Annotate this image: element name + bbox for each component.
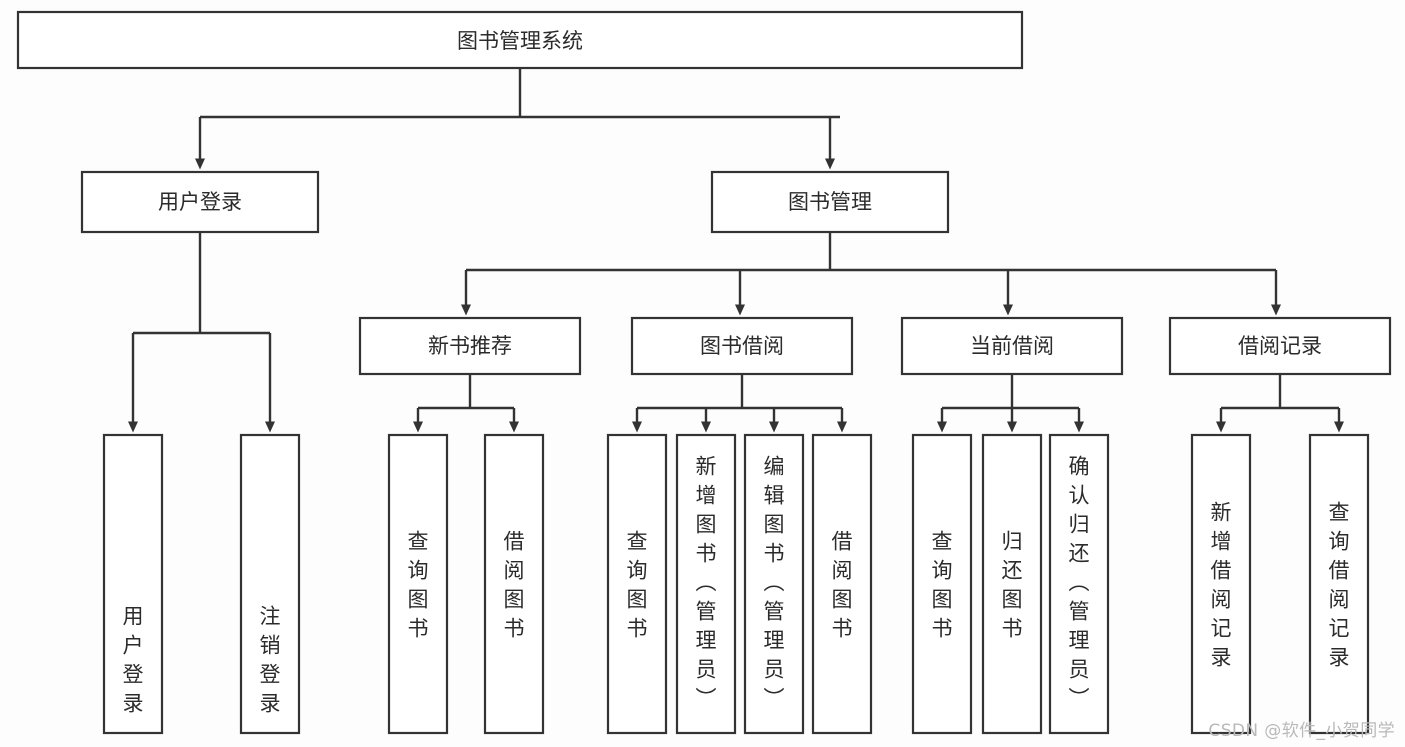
- node-borrow-record[interactable]: 借阅记录: [1168, 316, 1392, 376]
- node-user-login[interactable]: 用户登录: [80, 170, 320, 234]
- leaf-node-label: 新增借阅记录: [1211, 501, 1232, 670]
- node-book-borrow-box[interactable]: [630, 316, 854, 376]
- leaf-node-box[interactable]: [911, 433, 973, 735]
- leaf-node[interactable]: 借阅图书: [811, 433, 873, 735]
- leaf-node-box[interactable]: [743, 433, 805, 735]
- leaf-node-box[interactable]: [675, 433, 737, 735]
- node-current-borrow-label: 当前借阅: [970, 334, 1054, 358]
- leaf-node-box[interactable]: [811, 433, 873, 735]
- node-book-borrow-label: 图书借阅: [700, 334, 784, 358]
- connector-borrow-to-leaves: [632, 374, 847, 433]
- leaf-node-label: 新增图书︵管理员︶: [696, 455, 717, 711]
- node-borrow-record-label: 借阅记录: [1238, 334, 1322, 358]
- node-book-borrow[interactable]: 图书借阅: [630, 316, 854, 376]
- node-borrow-record-box[interactable]: [1168, 316, 1392, 376]
- leaf-node[interactable]: 查询图书: [387, 433, 449, 735]
- node-user-login-box[interactable]: [80, 170, 320, 234]
- leaf-node-box[interactable]: [606, 433, 668, 735]
- connector-newbook-to-leaves: [413, 374, 519, 433]
- leaf-node-box[interactable]: [387, 433, 449, 735]
- leaf-node-layer: 用户登录 注销登录 查询图书 借阅图书 查询图书 新增图书︵管理员︶ 编辑图书︵管理员︶ 借阅…: [102, 433, 1370, 735]
- leaf-node-box[interactable]: [239, 433, 301, 735]
- leaf-node-label: 查询图书: [408, 530, 429, 641]
- connector-bookmgmt-to-level3: [461, 232, 1281, 316]
- leaf-node[interactable]: 新增借阅记录: [1190, 433, 1252, 735]
- leaf-node[interactable]: 注销登录: [239, 433, 301, 735]
- leaf-node-box[interactable]: [981, 433, 1043, 735]
- node-new-book-recommend-box[interactable]: [358, 316, 582, 376]
- node-root-box[interactable]: [16, 10, 1024, 70]
- leaf-node[interactable]: 新增图书︵管理员︶: [675, 433, 737, 735]
- node-book-management-label: 图书管理: [788, 190, 872, 214]
- leaf-node-box[interactable]: [102, 433, 164, 735]
- node-new-book-recommend[interactable]: 新书推荐: [358, 316, 582, 376]
- leaf-node-label: 查询借阅记录: [1329, 501, 1350, 670]
- leaf-node-label: 用户登录: [123, 605, 144, 716]
- connector-userlogin-to-leaves: [128, 232, 275, 433]
- leaf-node[interactable]: 查询图书: [911, 433, 973, 735]
- leaf-node-label: 查询图书: [627, 530, 648, 641]
- leaf-node-box[interactable]: [1308, 433, 1370, 735]
- leaf-node-label: 注销登录: [260, 605, 281, 716]
- leaf-node[interactable]: 查询图书: [606, 433, 668, 735]
- leaf-node-label: 查询图书: [932, 530, 953, 641]
- connector-records-to-leaves: [1216, 374, 1344, 433]
- leaf-node[interactable]: 借阅图书: [483, 433, 545, 735]
- node-new-book-recommend-label: 新书推荐: [428, 334, 512, 358]
- watermark-text: CSDN @软件_小贺同学: [1208, 721, 1395, 741]
- leaf-node[interactable]: 归还图书: [981, 433, 1043, 735]
- leaf-node[interactable]: 编辑图书︵管理员︶: [743, 433, 805, 735]
- leaf-node-label: 归还图书: [1002, 530, 1023, 641]
- node-current-borrow-box[interactable]: [900, 316, 1124, 376]
- node-book-management-box[interactable]: [710, 170, 950, 234]
- node-root-label: 图书管理系统: [457, 29, 583, 53]
- leaf-node-box[interactable]: [1190, 433, 1252, 735]
- leaf-node-label: 确认归还︵管理员︶: [1069, 455, 1090, 711]
- connector-current-to-leaves: [937, 374, 1084, 433]
- leaf-node-label: 编辑图书︵管理员︶: [764, 455, 785, 711]
- leaf-node-box[interactable]: [1048, 433, 1110, 735]
- node-book-management[interactable]: 图书管理: [710, 170, 950, 234]
- node-user-login-label: 用户登录: [158, 190, 242, 214]
- node-root[interactable]: 图书管理系统: [16, 10, 1024, 70]
- leaf-node[interactable]: 确认归还︵管理员︶: [1048, 433, 1110, 735]
- connector-root-to-level2: [195, 68, 840, 170]
- leaf-node[interactable]: 查询借阅记录: [1308, 433, 1370, 735]
- leaf-node[interactable]: 用户登录: [102, 433, 164, 735]
- leaf-node-box[interactable]: [483, 433, 545, 735]
- leaf-node-label: 借阅图书: [504, 530, 525, 641]
- leaf-node-label: 借阅图书: [832, 530, 853, 641]
- node-current-borrow[interactable]: 当前借阅: [900, 316, 1124, 376]
